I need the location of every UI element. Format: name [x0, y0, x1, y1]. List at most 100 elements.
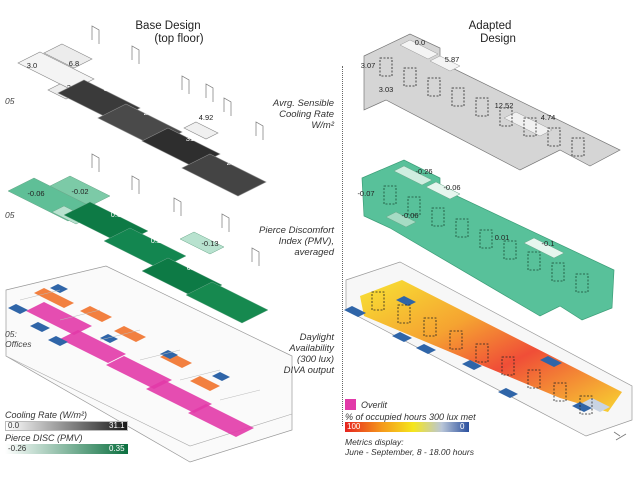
adapted-pmv-void-1	[407, 196, 421, 216]
adapted-daylight-void-5	[501, 356, 515, 376]
base-cooling-frame-2	[181, 75, 190, 94]
metric-pmv-l3: averaged	[294, 247, 334, 258]
metrics-display-period: June - September, 8 - 18.00 hours	[345, 447, 474, 457]
base-window-zone-0	[8, 304, 28, 314]
metric-cooling-l2: Cooling Rate	[279, 109, 334, 120]
base-cooling-zone-5	[183, 121, 219, 140]
adapted-cooling-value-5: 4.74	[541, 113, 556, 122]
adapted-pmv-slab	[361, 159, 615, 321]
legend-pct-max: 0	[460, 422, 465, 431]
base-window-zone-2	[48, 336, 68, 346]
adapted-pmv-value-3: -0.06	[401, 211, 418, 220]
base-overlit-zone-0	[26, 302, 92, 335]
adapted-pmv-light-a	[393, 165, 433, 186]
base-heat-zone-2	[114, 326, 146, 342]
adapted-pmv-value-0: -0.26	[415, 167, 432, 176]
adapted-window-zone-1	[392, 332, 412, 342]
adapted-pmv-light-c	[385, 211, 417, 228]
base-cooling-frame-4	[255, 121, 264, 140]
metric-daylight-l2: Availability	[289, 343, 334, 354]
base-window-zone-5	[212, 372, 230, 381]
adapted-pmv-void-4	[479, 229, 493, 249]
base-pmv-value-1: -0.02	[71, 187, 88, 196]
legend-overlit-swatch	[345, 399, 356, 410]
metric-pmv-l2: Index (PMV),	[278, 236, 334, 247]
metrics-display-label: Metrics display:	[345, 437, 404, 447]
base-cooling-frame-0	[91, 25, 100, 44]
base-daylight-wall-1	[59, 309, 101, 321]
base-pmv-value-6: 0.34	[187, 263, 202, 272]
legend-pct-bar	[345, 422, 469, 432]
base-cooling-value-6: 31.1	[186, 134, 201, 143]
adapted-window-zone-0	[344, 306, 366, 317]
adapted-pmv-value-2: -0.06	[443, 183, 460, 192]
adapted-pmv-light-d	[523, 237, 565, 259]
adapted-daylight-void-6	[527, 369, 541, 389]
legend-cooling-max: 31.1	[109, 421, 125, 430]
adapted-daylight-void-8	[579, 395, 593, 415]
adapted-pmv-void-8	[575, 273, 589, 293]
base-pmv-value-4: 0.29	[151, 236, 166, 245]
base-overlit-zone-2	[106, 356, 172, 389]
base-overlit-zone-4	[188, 404, 254, 437]
legend-pmv-bar	[5, 444, 128, 454]
base-daylight-wall-2	[99, 329, 141, 341]
row2-floor-label: 05	[5, 210, 15, 220]
adapted-cooling-light-a	[399, 39, 439, 60]
base-pmv-frame-0	[91, 153, 100, 172]
metric-cooling-label: Avrg. Sensible Cooling Rate W/m²	[214, 98, 334, 131]
adapted-cooling-plan	[363, 33, 621, 171]
adapted-window-zone-5	[498, 388, 518, 398]
adapted-daylight-void-2	[423, 317, 437, 337]
adapted-pmv-void-6	[527, 251, 541, 271]
base-heat-zone-4	[190, 376, 220, 391]
base-cooling-frame-5	[205, 83, 214, 102]
metric-pmv-label: Pierce Discomfort Index (PMV), averaged	[214, 225, 334, 258]
adapted-window-zone-4	[540, 356, 562, 367]
legend-pmv-title: Pierce DISC (PMV)	[5, 433, 83, 443]
row1-floor-label: 05	[5, 96, 15, 106]
adapted-subtitle: Design	[480, 33, 516, 45]
adapted-cooling-void-8	[571, 137, 585, 157]
column-divider	[342, 66, 343, 426]
adapted-design-header: Adapted Design	[440, 20, 540, 46]
adapted-cooling-light-b	[429, 55, 461, 72]
adapted-pmv-void-0	[383, 185, 397, 205]
base-pmv-value-5: -0.13	[201, 239, 218, 248]
legend-pct-title: % of occupied hours 300 lux met	[345, 412, 476, 422]
base-pmv-zone-7	[185, 281, 269, 324]
adapted-pmv-void-5	[503, 240, 517, 260]
adapted-cooling-void-3	[451, 87, 465, 107]
legend-cooling-bar	[5, 421, 128, 431]
adapted-cooling-void-1	[403, 67, 417, 87]
base-daylight-edge	[5, 355, 293, 447]
adapted-pmv-void-2	[431, 207, 445, 227]
metric-daylight-l3: (300 lux)	[297, 354, 334, 365]
row3-floor-label: 05: Offices	[5, 329, 31, 349]
base-overlit-zone-3	[146, 380, 212, 413]
adapted-cooling-void-2	[427, 77, 441, 97]
adapted-cooling-value-0: 0.0	[415, 38, 425, 47]
legend-overlit-label: Overlit	[361, 400, 388, 410]
metric-cooling-l1: Avrg. Sensible	[272, 98, 334, 109]
row3-floor-use: Offices	[5, 339, 32, 349]
base-cooling-zone-7	[181, 153, 267, 197]
base-pmv-value-3: 0.35	[111, 210, 126, 219]
adapted-low-zone	[582, 398, 610, 412]
adapted-pmv-value-1: -0.07	[357, 189, 374, 198]
adapted-cooling-void-6	[523, 117, 537, 137]
base-pmv-value-0: -0.06	[27, 189, 44, 198]
base-pmv-zone-5	[179, 231, 225, 255]
adapted-cooling-void-7	[547, 127, 561, 147]
adapted-cooling-slab	[363, 33, 621, 171]
adapted-pmv-value-5: -0.1	[542, 239, 555, 248]
adapted-cooling-value-3: 3.03	[379, 85, 394, 94]
base-pmv-frame-3	[221, 213, 230, 232]
adapted-pmv-value-4: 0.01	[495, 233, 510, 242]
legend-pmv-max: 0.35	[109, 444, 125, 453]
adapted-daylight-void-3	[449, 330, 463, 350]
base-pmv-frame-4	[251, 247, 260, 266]
base-cooling-value-0: 3.0	[27, 61, 37, 70]
adapted-pmv-light-b	[425, 181, 461, 200]
base-cooling-zone-1	[43, 43, 93, 69]
